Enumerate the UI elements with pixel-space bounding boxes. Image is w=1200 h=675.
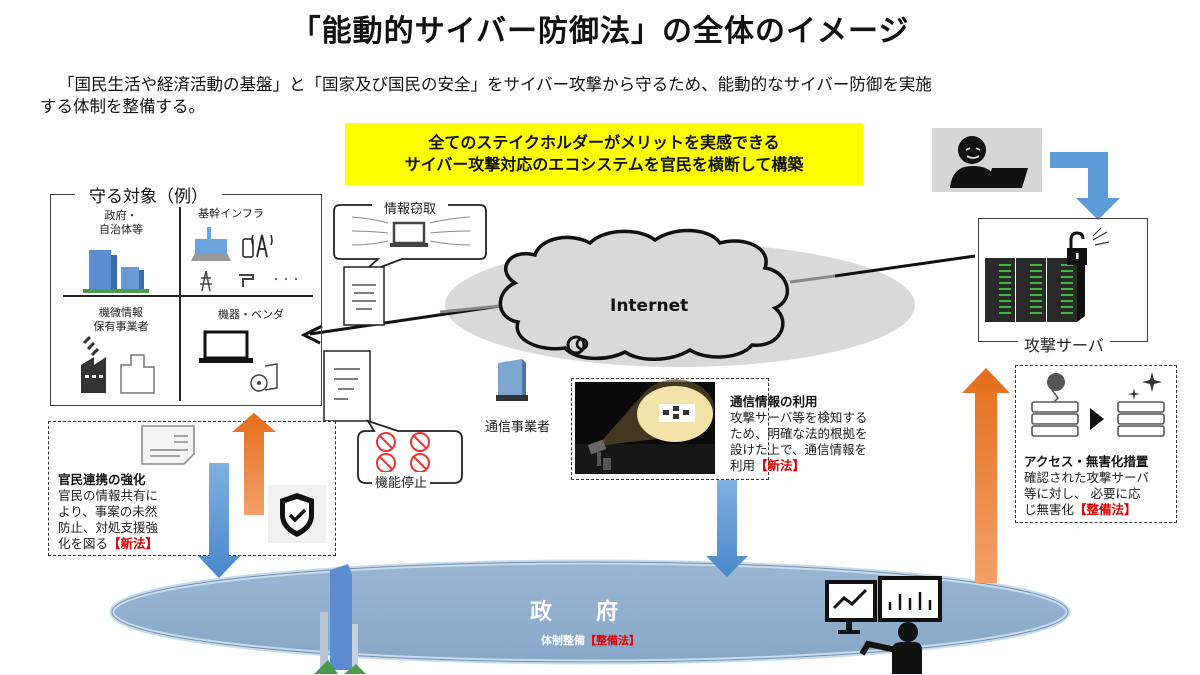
access-neutralize-text: アクセス・無害化措置 確認された攻撃サーバ 等に対し、 必要に応 じ無害化【整備… xyxy=(1024,454,1174,518)
down-arrow-center xyxy=(706,480,748,577)
government-tower-icon xyxy=(314,564,366,674)
access-line: じ無害化 xyxy=(1024,502,1075,517)
comm-info-line: 攻撃サーバ等を検知する xyxy=(730,410,868,425)
svg-text:・・・: ・・・ xyxy=(271,275,301,286)
subtitle-line-1: 「国民生活や経済活動の基盤」と「国家及び国民の安全」をサイバー攻撃から守るため、… xyxy=(58,75,932,94)
spotlight-monitoring-image xyxy=(575,379,715,474)
hacker-icon xyxy=(932,128,1042,192)
access-tag: 【整備法】 xyxy=(1074,502,1137,517)
server-rack-icon xyxy=(985,227,1110,322)
play-arrow-icon xyxy=(1090,408,1104,430)
target-sensitive-info-label: 機微情報 保有事業者 xyxy=(93,306,149,333)
government-label: 政 府 xyxy=(530,600,619,625)
public-private-heading: 官民連携の強化 xyxy=(58,472,146,487)
server-to-internet-line xyxy=(834,254,976,278)
info-theft-bubble xyxy=(333,204,487,326)
comm-info-line: 設けた上で、通信情報を xyxy=(730,442,868,457)
shield-check-icon xyxy=(268,485,326,543)
government-subtext: 体制整備【整備法】 xyxy=(541,632,640,648)
hacker-to-server-arrow xyxy=(1050,152,1120,220)
up-arrow-right xyxy=(962,368,1010,583)
public-private-line: 官民の情報共有に xyxy=(58,488,159,503)
server-neutralize-icon xyxy=(1031,372,1165,437)
public-private-line: より、事案の未然 xyxy=(58,504,158,519)
comm-info-line: ため、明確な法的根拠を xyxy=(730,426,868,441)
access-line: 確認された攻撃サーバ xyxy=(1024,470,1149,485)
document-scroll-icon xyxy=(343,266,385,326)
factory-and-buildings-icon xyxy=(81,335,155,394)
access-heading: アクセス・無害化措置 xyxy=(1024,454,1149,469)
carrier-label: 通信事業者 xyxy=(485,420,551,435)
infrastructure-icons: ・・・ xyxy=(191,227,301,292)
public-private-line: 化を図る xyxy=(58,536,109,551)
banner-line-2: サイバー攻撃対応のエコシステムを官民を横断して構築 xyxy=(404,155,804,174)
function-stop-bubble xyxy=(323,350,463,484)
attack-server-label: 攻撃サーバ xyxy=(1018,332,1110,356)
government-tag: 【整備法】 xyxy=(585,634,640,647)
comm-info-line: 利用 xyxy=(730,458,756,473)
comm-info-heading: 通信情報の利用 xyxy=(730,394,818,409)
laptop-and-software-icon xyxy=(199,330,278,392)
protected-targets-title: 守る対象（例） xyxy=(75,182,222,207)
document-scroll-icon-2 xyxy=(323,350,371,422)
target-infrastructure-label: 基幹インフラ xyxy=(198,207,264,220)
access-neutralize-box xyxy=(1015,365,1177,523)
function-stop-label: 機能停止 xyxy=(372,472,431,491)
carrier-building-icon xyxy=(496,359,528,401)
target-government-label: 政府・ 自治体等 xyxy=(99,209,143,236)
internet-cloud-icon xyxy=(498,228,790,361)
system-development-label: 体制整備 xyxy=(541,634,585,647)
ecosystem-banner: 全てのステイクホルダーがメリットを実感できる サイバー攻撃対応のエコシステムを官… xyxy=(345,123,863,185)
public-private-text: 官民連携の強化 官民の情報共有に より、事案の未然 防止、対処支援強 化を図る【… xyxy=(58,472,183,552)
public-private-line: 防止、対処支援強 xyxy=(58,520,159,535)
internet-label: Internet xyxy=(610,296,689,316)
analyst-monitors-icon xyxy=(825,576,942,674)
comm-info-text: 通信情報の利用 攻撃サーバ等を検知する ため、明確な法的根拠を 設けた上で、通信… xyxy=(730,394,870,474)
target-vendor-label: 機器・ベンダ xyxy=(218,308,284,321)
public-private-tag: 【新法】 xyxy=(108,536,159,551)
document-icon xyxy=(141,425,195,465)
protected-targets-box: 政府・ 自治体等 基幹インフラ ・・・ 機微情報 保有事業者 機器・ベンダ xyxy=(50,194,322,406)
sparkle-icon xyxy=(1142,372,1162,392)
subtitle: 「国民生活や経済活動の基盤」と「国家及び国民の安全」をサイバー攻撃から守るため、… xyxy=(40,74,1170,118)
access-line: 等に対し、 必要に応 xyxy=(1024,486,1141,501)
info-theft-label: 情報窃取 xyxy=(380,198,441,217)
page-title: 「能動的サイバー防御法」の全体のイメージ xyxy=(290,14,910,49)
office-buildings-icon xyxy=(83,250,149,293)
banner-line-1: 全てのステイクホルダーがメリットを実感できる xyxy=(428,133,780,152)
comm-info-tag: 【新法】 xyxy=(755,458,806,473)
subtitle-line-2: する体制を整備する。 xyxy=(40,97,205,116)
unlocked-padlock-icon xyxy=(1067,227,1110,265)
